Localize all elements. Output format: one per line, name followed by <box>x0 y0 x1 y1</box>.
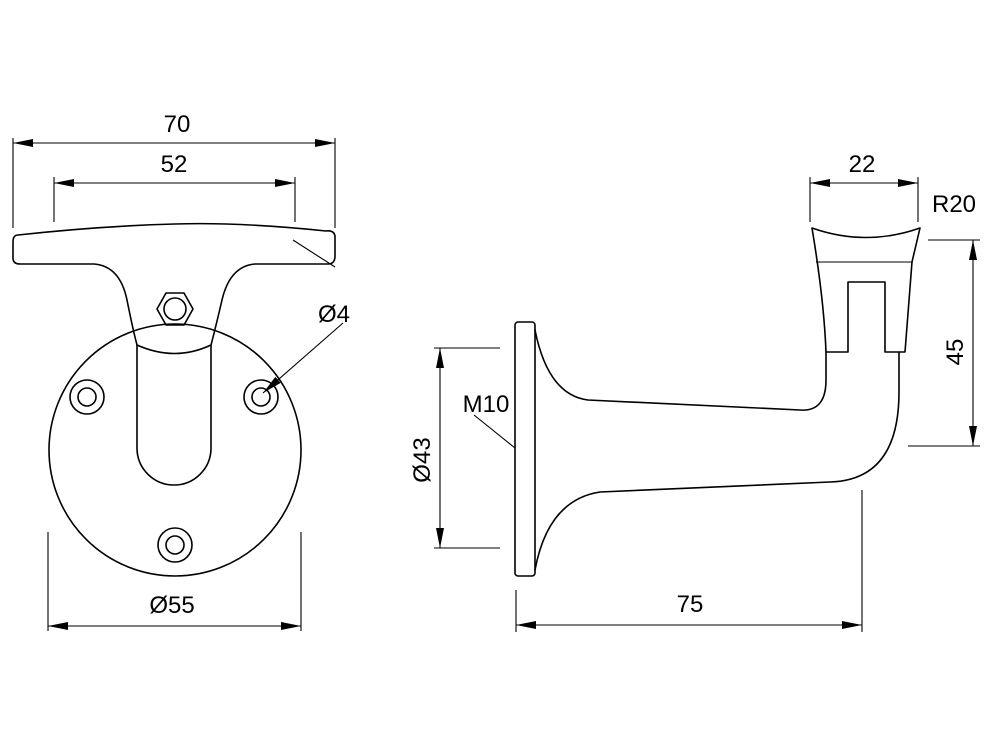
screw-hole-bottom <box>157 527 193 563</box>
front-view <box>12 222 336 577</box>
dim-label-75: 75 <box>677 591 704 618</box>
dim-height: 45 <box>908 239 980 447</box>
base-plate-outline <box>48 323 302 577</box>
dim-thread: M10 <box>463 391 516 449</box>
dim-saddle-width: 22 <box>809 151 919 222</box>
side-view <box>514 227 921 577</box>
dim-label-22: 22 <box>849 151 876 178</box>
hex-nut-bore <box>163 297 187 321</box>
dim-label-base: Ø55 <box>149 592 194 619</box>
wall-flange <box>514 321 536 577</box>
dim-label-70: 70 <box>164 111 191 138</box>
screw-hole-right <box>243 379 279 415</box>
handrail-saddle <box>811 227 921 353</box>
dim-base-diameter: Ø55 <box>47 532 302 631</box>
dim-label-45: 45 <box>942 339 969 366</box>
dim-label-thread: M10 <box>463 391 510 418</box>
dim-label-flange: Ø43 <box>409 437 436 482</box>
dim-hole: Ø4 <box>262 239 350 394</box>
bracket-stem <box>136 344 212 486</box>
dim-flange-diameter: Ø43 <box>409 347 500 549</box>
bracket-saddle <box>12 222 336 355</box>
dim-label-radius: R20 <box>932 191 976 218</box>
dim-top-width: 52 <box>53 151 296 222</box>
hex-nut-icon <box>156 292 194 326</box>
dim-overall-width: 70 <box>12 111 336 228</box>
screw-hole-left <box>69 379 105 415</box>
dim-label-hole: Ø4 <box>318 301 350 328</box>
dim-label-52: 52 <box>161 151 188 178</box>
dim-projection: 75 <box>515 490 863 632</box>
bracket-arm <box>534 329 900 571</box>
